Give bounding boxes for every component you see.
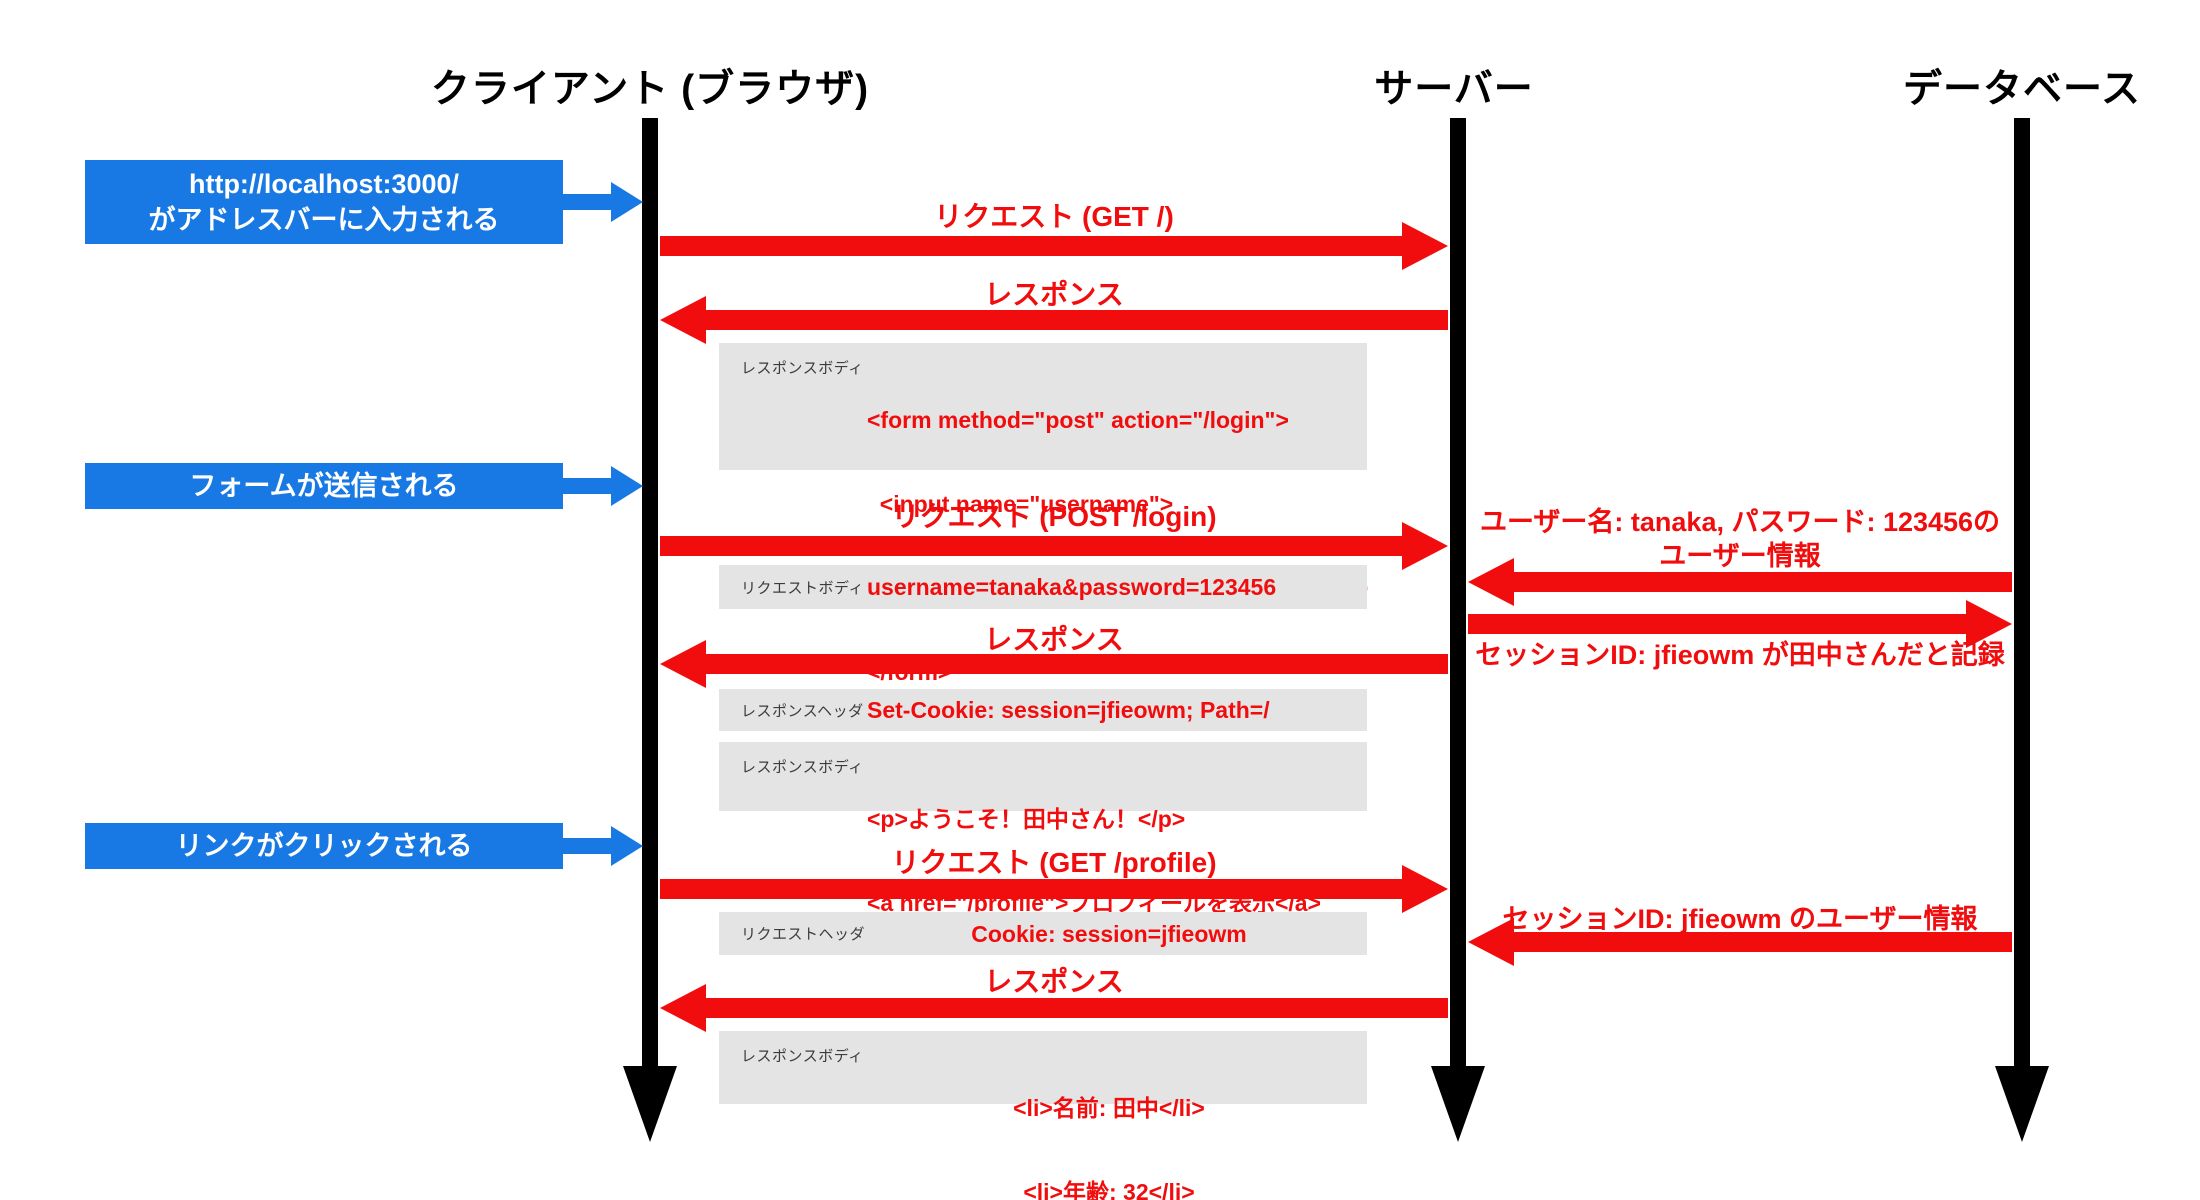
arrow-response-2 bbox=[706, 654, 1448, 674]
event-arrow-address-bar bbox=[563, 194, 611, 210]
arrow-request-post-login-head-icon bbox=[1402, 522, 1448, 570]
payload-code: username=tanaka&password=123456 bbox=[867, 574, 1277, 600]
event-box-address-bar: http://localhost:3000/ がアドレスバーに入力される bbox=[85, 160, 563, 244]
payload-box-response-header-cookie: レスポンスヘッダ Set-Cookie: session=jfieowm; Pa… bbox=[719, 689, 1367, 731]
arrow-response-3-head-icon bbox=[660, 984, 706, 1032]
lifeline-client bbox=[642, 118, 658, 1068]
payload-box-response-body-form: レスポンスボディ <form method="post" action="/lo… bbox=[719, 343, 1368, 685]
code-line: <li>年齢: 32</li> bbox=[1023, 1179, 1195, 1200]
label-db-session-store: セッションID: jfieowm が田中さんだと記録 bbox=[1475, 640, 2005, 670]
event-arrow-link-click bbox=[563, 838, 611, 854]
label-request-get-root: リクエスト (GET /) bbox=[934, 201, 1174, 232]
arrow-db-user-info-head-icon bbox=[1468, 558, 1514, 606]
payload-code: Set-Cookie: session=jfieowm; Path=/ bbox=[867, 697, 1270, 723]
arrow-db-user-info bbox=[1514, 572, 2012, 592]
event-address-bar-line2: がアドレスバーに入力される bbox=[148, 205, 500, 235]
event-arrow-address-bar-head-icon bbox=[611, 182, 643, 222]
payload-code: Cookie: session=jfieowm bbox=[971, 920, 1247, 947]
label-request-get-profile: リクエスト (GET /profile) bbox=[891, 847, 1217, 878]
lifeline-server-arrowhead-icon bbox=[1431, 1066, 1485, 1142]
arrow-request-get-profile bbox=[660, 879, 1402, 899]
payload-label: レスポンスボディ bbox=[741, 360, 864, 377]
event-box-link-click: リンクがクリックされる bbox=[85, 823, 563, 869]
payload-label: リクエストヘッダ bbox=[741, 926, 866, 943]
payload-box-request-body-login: リクエストボディ username=tanaka&password=123456 bbox=[719, 565, 1367, 609]
code-line: <form method="post" action="/login"> bbox=[867, 407, 1289, 433]
actor-title-client: クライアント (ブラウザ) bbox=[430, 68, 870, 111]
payload-label: リクエストボディ bbox=[741, 579, 864, 597]
arrow-request-get-profile-head-icon bbox=[1402, 865, 1448, 913]
event-form-submit-label: フォームが送信される bbox=[189, 471, 459, 501]
arrow-response-1 bbox=[706, 310, 1448, 330]
code-line: <li>名前: 田中</li> bbox=[1013, 1095, 1205, 1121]
payload-box-request-header-cookie: リクエストヘッダ Cookie: session=jfieowm bbox=[719, 912, 1367, 955]
label-db-user-info-line1: ユーザー名: tanaka, パスワード: 123456の bbox=[1479, 507, 2001, 537]
lifeline-client-arrowhead-icon bbox=[623, 1066, 677, 1142]
arrow-request-post-login bbox=[660, 536, 1402, 556]
code-line: <p>ようこそ！田中さん！</p> bbox=[867, 806, 1186, 832]
label-request-post-login: リクエスト (POST /login) bbox=[891, 501, 1217, 532]
label-db-session-lookup: セッションID: jfieowm のユーザー情報 bbox=[1502, 904, 1978, 934]
actor-title-server: サーバー bbox=[1374, 68, 1534, 111]
payload-box-response-body-profile: レスポンスボディ <li>名前: 田中</li> <li>年齢: 32</li> bbox=[719, 1031, 1367, 1200]
code-line: <input name="username"> bbox=[867, 491, 1174, 517]
lifeline-database-arrowhead-icon bbox=[1995, 1066, 2049, 1142]
label-response-3: レスポンス bbox=[984, 966, 1124, 997]
lifeline-server bbox=[1450, 118, 1466, 1068]
arrow-response-3 bbox=[706, 998, 1448, 1018]
event-arrow-link-click-head-icon bbox=[611, 826, 643, 866]
arrow-request-get-root bbox=[660, 236, 1402, 256]
payload-box-response-body-welcome: レスポンスボディ <p>ようこそ！田中さん！</p> <a href="/pro… bbox=[719, 742, 1367, 916]
payload-label: レスポンスヘッダ bbox=[741, 702, 864, 720]
payload-label: レスポンスボディ bbox=[741, 1048, 864, 1065]
label-response-1: レスポンス bbox=[984, 279, 1124, 310]
event-address-bar-line1: http://localhost:3000/ bbox=[188, 169, 460, 199]
event-link-click-label: リンクがクリックされる bbox=[175, 831, 473, 861]
arrow-request-get-root-head-icon bbox=[1402, 222, 1448, 270]
arrow-db-session-store-head-icon bbox=[1966, 600, 2012, 648]
actor-title-database: データベース bbox=[1902, 68, 2142, 111]
payload-code: <li>名前: 田中</li> <li>年齢: 32</li> bbox=[867, 1038, 1351, 1200]
label-response-2: レスポンス bbox=[984, 624, 1124, 655]
event-arrow-form-submit bbox=[563, 478, 611, 494]
arrow-response-2-head-icon bbox=[660, 640, 706, 688]
arrow-response-1-head-icon bbox=[660, 296, 706, 344]
event-box-form-submit: フォームが送信される bbox=[85, 463, 563, 509]
label-db-user-info: ユーザー名: tanaka, パスワード: 123456の ユーザー情報 bbox=[1448, 505, 2032, 573]
event-arrow-form-submit-head-icon bbox=[611, 466, 643, 506]
lifeline-database bbox=[2014, 118, 2030, 1068]
arrow-db-session-lookup bbox=[1514, 932, 2012, 952]
arrow-db-session-store bbox=[1468, 614, 1966, 634]
label-db-user-info-line2: ユーザー情報 bbox=[1659, 541, 1821, 571]
payload-label: レスポンスボディ bbox=[741, 759, 864, 776]
arrow-db-session-lookup-head-icon bbox=[1468, 918, 1514, 966]
